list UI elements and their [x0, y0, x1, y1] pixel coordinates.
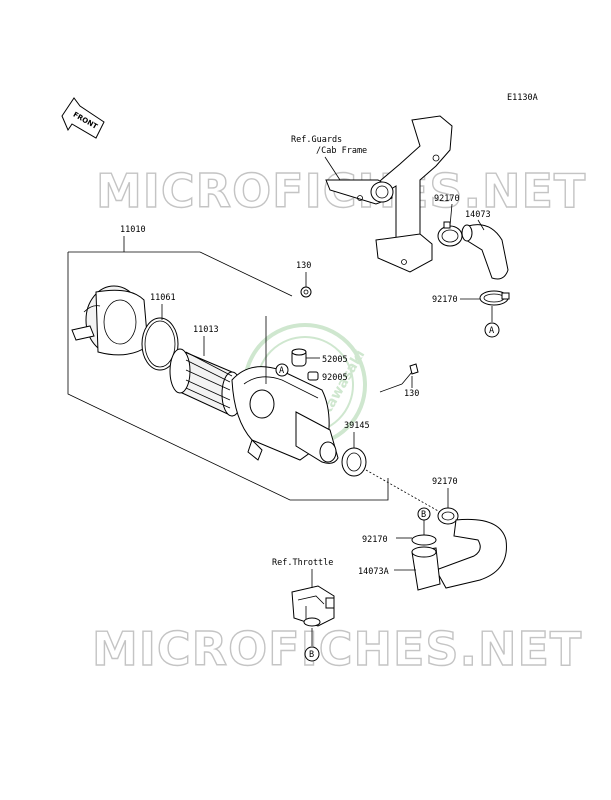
seal-39145: [341, 447, 367, 477]
clamp-92170-outlet: [437, 507, 459, 525]
marker-a-hose-label: A: [489, 326, 494, 336]
air-cleaner-housing: [231, 316, 339, 464]
callout-92005: 92005: [322, 373, 348, 383]
clamp-92170-right: [479, 290, 510, 306]
callout-39145: 39145: [344, 421, 370, 431]
callout-11010: 11010: [120, 225, 146, 235]
marker-a-hose: [484, 322, 500, 338]
callout-92170-right: 92170: [432, 295, 458, 305]
ref-throttle-label: Ref.Throttle: [272, 558, 333, 568]
hose-14073: [461, 224, 509, 280]
marker-b-throttle: [304, 646, 320, 662]
marker-b-clamp-label: B: [421, 510, 426, 520]
callout-14073A: 14073A: [358, 567, 389, 577]
hose-14073A: [411, 518, 507, 591]
fitting-92005: [307, 371, 319, 381]
front-arrow-icon: FRONT: [61, 97, 105, 139]
filter-element-11013: [169, 348, 243, 417]
callout-130-top: 130: [296, 261, 311, 271]
cap-52005: [291, 348, 307, 367]
callout-14073: 14073: [465, 210, 491, 220]
marker-a-intake: [275, 363, 289, 377]
air-cleaner-cover: [71, 285, 149, 356]
callout-11013: 11013: [193, 325, 219, 335]
callout-11061: 11061: [150, 293, 176, 303]
clamp-92170-lower: [411, 534, 437, 546]
callout-92170-upper: 92170: [434, 194, 460, 204]
ref-cab-frame-label: /Cab Frame: [316, 146, 367, 156]
watermark-bottom: MICROFICHES.NET: [92, 622, 582, 676]
bolt-130-top: [300, 286, 312, 298]
cab-frame-bracket: [325, 115, 453, 273]
diagram-code: E1130A: [507, 93, 538, 103]
ref-guards-label: Ref.Guards: [291, 135, 342, 145]
callout-130-right: 130: [404, 389, 419, 399]
throttle-body: [291, 585, 335, 627]
callout-92170-lower: 92170: [362, 535, 388, 545]
bolt-130-right: [401, 363, 419, 385]
marker-b-throttle-label: B: [309, 650, 314, 660]
marker-a-intake-label: A: [279, 366, 284, 376]
callout-92170-outlet: 92170: [432, 477, 458, 487]
callout-52005: 52005: [322, 355, 348, 365]
o-ring-11061: [141, 317, 179, 371]
